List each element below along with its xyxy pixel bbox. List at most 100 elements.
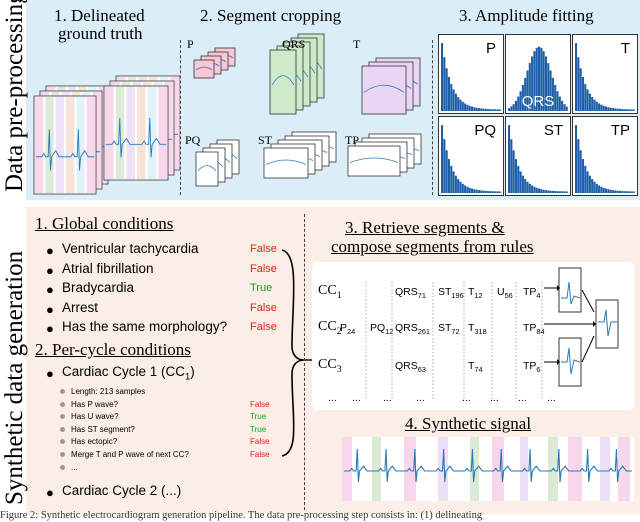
global-condition-label: Has the same morphology? — [62, 319, 228, 334]
cc-row-label: CC1 — [318, 283, 342, 301]
step3-retrieve-line1: 3. Retrieve segments & — [345, 218, 505, 237]
cycle-condition-value: False — [250, 437, 270, 447]
global-bullet: ● — [46, 282, 54, 297]
hist-pq-bars — [441, 125, 501, 193]
cycle-condition-value: True — [250, 412, 267, 422]
hist-t-label: T — [620, 40, 630, 57]
global-condition-value: False — [250, 262, 277, 275]
cycle-condition-label: Has U wave? — [71, 412, 119, 422]
cycle-condition-label: Has P wave? — [71, 399, 118, 409]
hist-st-label: ST — [543, 122, 563, 139]
cc-ellipsis: ... — [490, 392, 499, 404]
cc-segment-cell: ST196 — [438, 286, 464, 301]
cc-row-label: CC2 — [318, 319, 342, 337]
cycle-sub-bullet — [60, 464, 65, 470]
step1-title-line1: 1. Delineated — [54, 6, 145, 25]
cycle-condition-label: Merge T and P wave of next CC? — [71, 450, 189, 459]
cycle-sub-bullet — [60, 452, 65, 457]
hist-t: T — [572, 34, 638, 114]
step4-title: 4. Synthetic signal — [405, 414, 532, 433]
cycle-sub-bullet — [60, 426, 65, 432]
divider-2 — [432, 40, 433, 195]
synthetic-signal — [342, 437, 632, 501]
crop-label-pq: PQ — [185, 133, 201, 147]
global-condition-value: False — [250, 321, 277, 333]
global-condition-value: True — [250, 282, 273, 294]
hist-qrs: QRS — [505, 34, 571, 114]
cc-row-label: CC3 — [318, 357, 342, 375]
global-condition-label: Arrest — [62, 299, 99, 315]
cc-ellipsis: ... — [416, 392, 425, 404]
global-bullet: ● — [46, 321, 54, 336]
cycle-condition-value: False — [250, 399, 270, 409]
cc-segment-cell: TP6 — [523, 360, 541, 375]
hist-qrs-bars — [508, 46, 568, 111]
cc-ellipsis: ... — [328, 392, 337, 404]
step3-title: 3. Amplitude fitting — [459, 6, 594, 25]
cycle-sub-bullet — [60, 414, 65, 420]
per-cycle-title: 2. Per-cycle conditions — [35, 340, 191, 359]
cc-segment-cell: T74 — [468, 360, 483, 375]
global-bullet: ● — [46, 243, 54, 258]
global-condition-label: Ventricular tachycardia — [62, 241, 199, 256]
synthetic-signal-box — [342, 437, 634, 501]
cc-segment-cell: PQ12 — [370, 322, 394, 337]
cc-segment-cell: QRS71 — [395, 286, 426, 301]
hist-st: ST — [505, 116, 571, 196]
cycle-condition-value: True — [250, 424, 267, 434]
cc-segment-cell: TP4 — [523, 286, 541, 301]
hist-tp: TP — [572, 116, 638, 196]
cc-ellipsis: ... — [352, 392, 361, 404]
divider-3 — [304, 214, 305, 510]
cc-segment-cell: TP84 — [523, 322, 545, 337]
cycle-condition-label: Has ST segment? — [71, 424, 135, 434]
cc-segment-cell: ST72 — [438, 322, 460, 337]
crop-label-qrs: QRS — [282, 37, 306, 51]
cc-segment-cell: QRS261 — [395, 322, 431, 337]
divider-1 — [180, 40, 181, 195]
cycle1-label-sub: 1 — [185, 371, 191, 383]
figure-caption: Figure 2: Synthetic electrocardiogram ge… — [0, 510, 483, 521]
cycle1-label: Cardiac Cycle 1 (CC1) — [62, 364, 195, 383]
cycle2-label: Cardiac Cycle 2 (...) — [62, 483, 182, 498]
cc-segment-cell: T318 — [468, 322, 487, 337]
step3-retrieve-line2: compose segments from rules — [331, 237, 534, 256]
cycle-sub-bullet — [60, 439, 65, 445]
cycle-condition-label: Has ectopic? — [71, 437, 118, 447]
hist-tp-bars — [575, 125, 635, 193]
global-bullet: ● — [46, 262, 54, 278]
cc-ellipsis: ... — [518, 392, 527, 404]
step2-title: 2. Segment cropping — [200, 6, 342, 25]
hist-st-bars — [508, 125, 568, 193]
cycle-condition-label: Length: 213 samples — [71, 387, 146, 396]
hist-t-bars — [575, 43, 635, 111]
preprocessing-side-label: Data pre-processing — [1, 0, 28, 192]
global-conditions-title: 1. Global conditions — [35, 214, 174, 233]
hist-pq: PQ — [438, 116, 504, 196]
segment-crops — [193, 33, 422, 187]
global-condition-value: False — [250, 301, 277, 314]
hist-p: P — [438, 34, 504, 114]
cycle-sub-bullet — [60, 389, 65, 394]
cc-segment-cell: QRS63 — [395, 360, 426, 375]
step1-title-line2: ground truth — [58, 24, 143, 43]
cycle-condition-value: False — [250, 450, 270, 459]
cc-segment-cell: U56 — [497, 286, 513, 301]
cc-ellipsis: ... — [383, 392, 392, 404]
cycle1-label-text: Cardiac Cycle 1 (CC — [62, 364, 186, 379]
cycle-condition-label: ... — [71, 462, 78, 472]
hist-pq-label: PQ — [474, 122, 496, 139]
delineated-ecg-stack — [33, 75, 180, 195]
cycle2-bullet: ● — [46, 485, 54, 500]
hist-p-bars — [441, 43, 501, 111]
cc-ellipsis: ... — [547, 392, 556, 404]
hist-tp-label: TP — [610, 122, 630, 139]
global-condition-value: False — [250, 243, 277, 255]
generation-side-label: Synthetic data generation — [1, 250, 28, 505]
hist-qrs-label: QRS — [521, 93, 555, 110]
crop-label-p: P — [187, 37, 194, 51]
global-condition-label: Bradycardia — [62, 280, 135, 295]
crop-label-t: T — [353, 37, 361, 51]
hist-p-label: P — [485, 40, 496, 57]
crop-label-st: ST — [258, 133, 273, 147]
